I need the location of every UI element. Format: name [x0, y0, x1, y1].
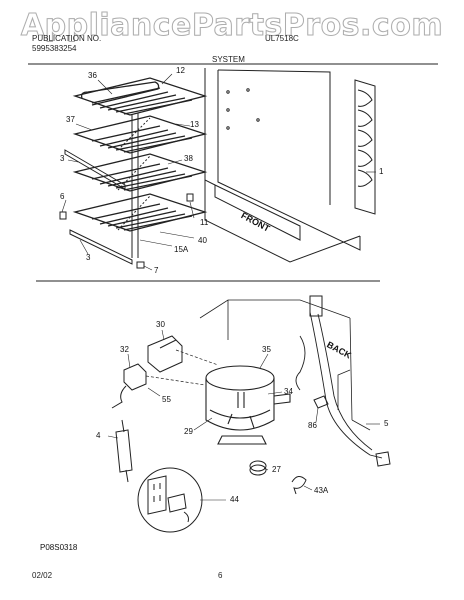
- relay-overload-assembly: [111, 335, 183, 409]
- outlet-detail: [137, 467, 203, 533]
- callout-35: 35: [262, 345, 271, 354]
- callout-34: 34: [284, 387, 293, 396]
- callout-38: 38: [184, 154, 193, 163]
- callout-13: 13: [190, 120, 199, 129]
- callout-7: 7: [154, 266, 159, 275]
- callout-86: 86: [308, 421, 317, 430]
- watermark: AppliancePartsPros.com: [20, 8, 444, 44]
- callout-1: 1: [379, 167, 384, 176]
- callout-3-lower: 3: [86, 253, 91, 262]
- callout-5: 5: [384, 419, 389, 428]
- publication-number: 5995383254: [32, 44, 77, 53]
- filter-drier: [115, 419, 133, 483]
- publication-label: PUBLICATION NO.: [32, 34, 102, 43]
- callout-43a: 43A: [314, 486, 329, 495]
- callout-32: 32: [120, 345, 129, 354]
- callout-6: 6: [60, 192, 65, 201]
- compressor: [205, 365, 291, 445]
- callout-27: 27: [272, 465, 281, 474]
- callout-29: 29: [184, 427, 193, 436]
- section-title: SYSTEM: [212, 55, 245, 64]
- callout-4: 4: [96, 431, 101, 440]
- callout-11: 11: [200, 218, 209, 227]
- callout-12: 12: [176, 66, 185, 75]
- callout-30: 30: [156, 320, 165, 329]
- condenser-coil: [354, 79, 376, 215]
- callout-44: 44: [230, 495, 239, 504]
- model-number: UL7518C: [265, 34, 299, 43]
- page-number: 6: [218, 571, 223, 580]
- footer-date: 02/02: [32, 571, 53, 580]
- freezer-cabinet: [204, 68, 361, 263]
- callout-55: 55: [162, 395, 171, 404]
- callout-36: 36: [88, 71, 97, 80]
- callout-3-upper: 3: [60, 154, 65, 163]
- callout-37: 37: [66, 115, 75, 124]
- callout-15a: 15A: [174, 245, 189, 254]
- callout-40: 40: [198, 236, 207, 245]
- diagram-id: P08S0318: [40, 543, 78, 552]
